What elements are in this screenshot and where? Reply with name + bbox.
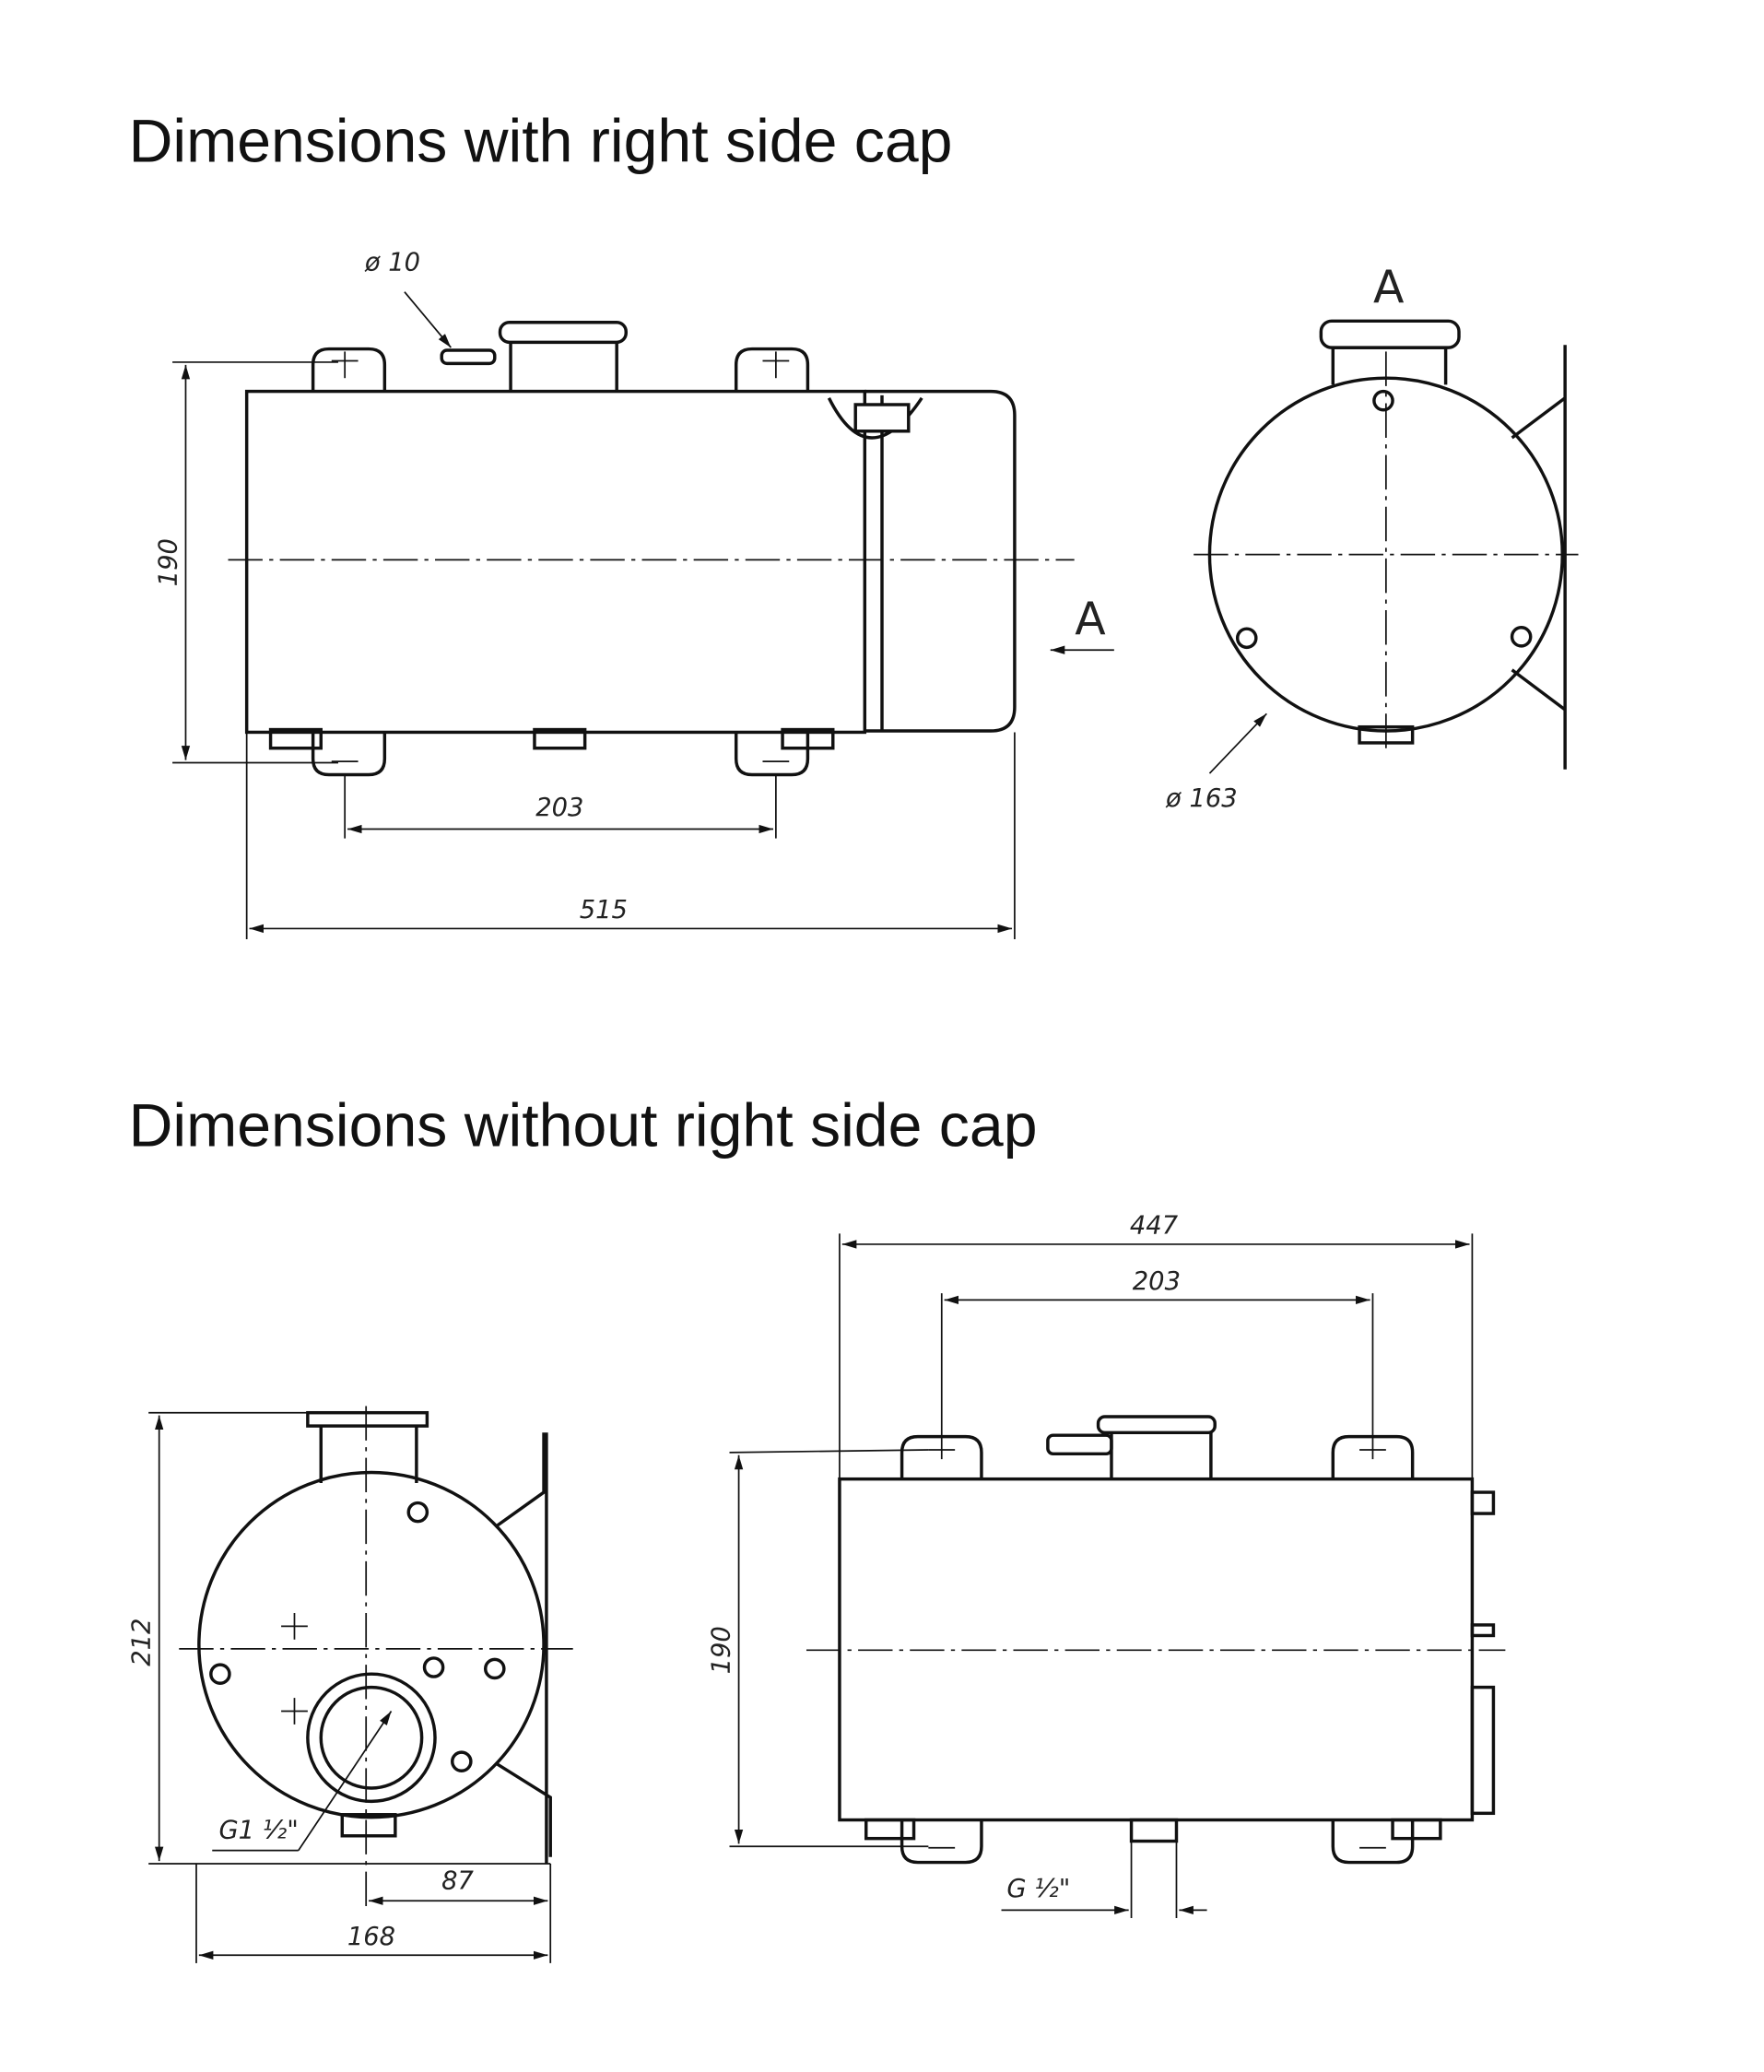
side-view-with-cap: 190 203 515 ø 10 A (154, 249, 1114, 939)
dim-diameter: ø 163 (1165, 784, 1238, 813)
side-view-without-cap: 447 203 190 G ½" (708, 1211, 1506, 1918)
dim-height: 190 (708, 1626, 736, 1674)
end-view-without-cap: 212 87 168 G1 ½" (128, 1406, 573, 1963)
end-view-a: A ø 163 (1165, 261, 1579, 813)
view-marker-a: A (1075, 593, 1106, 645)
dim-height: 212 (128, 1619, 157, 1666)
dim-lug-spacing: 203 (535, 794, 583, 822)
view-label-a: A (1373, 261, 1405, 313)
dim-length: 515 (580, 896, 628, 924)
dim-thread: G1 ½" (218, 1817, 298, 1845)
dim-fitting-dia: ø 10 (364, 249, 420, 277)
dim-thread: G ½" (1006, 1875, 1070, 1903)
section-title-with-cap: Dimensions with right side cap (129, 108, 953, 176)
section-title-without-cap: Dimensions without right side cap (129, 1091, 1038, 1160)
dim-height: 190 (154, 538, 182, 586)
dim-offset: 87 (441, 1866, 474, 1895)
dim-width: 168 (347, 1923, 395, 1951)
dim-length: 447 (1130, 1211, 1179, 1240)
dim-lug-spacing: 203 (1133, 1267, 1181, 1296)
